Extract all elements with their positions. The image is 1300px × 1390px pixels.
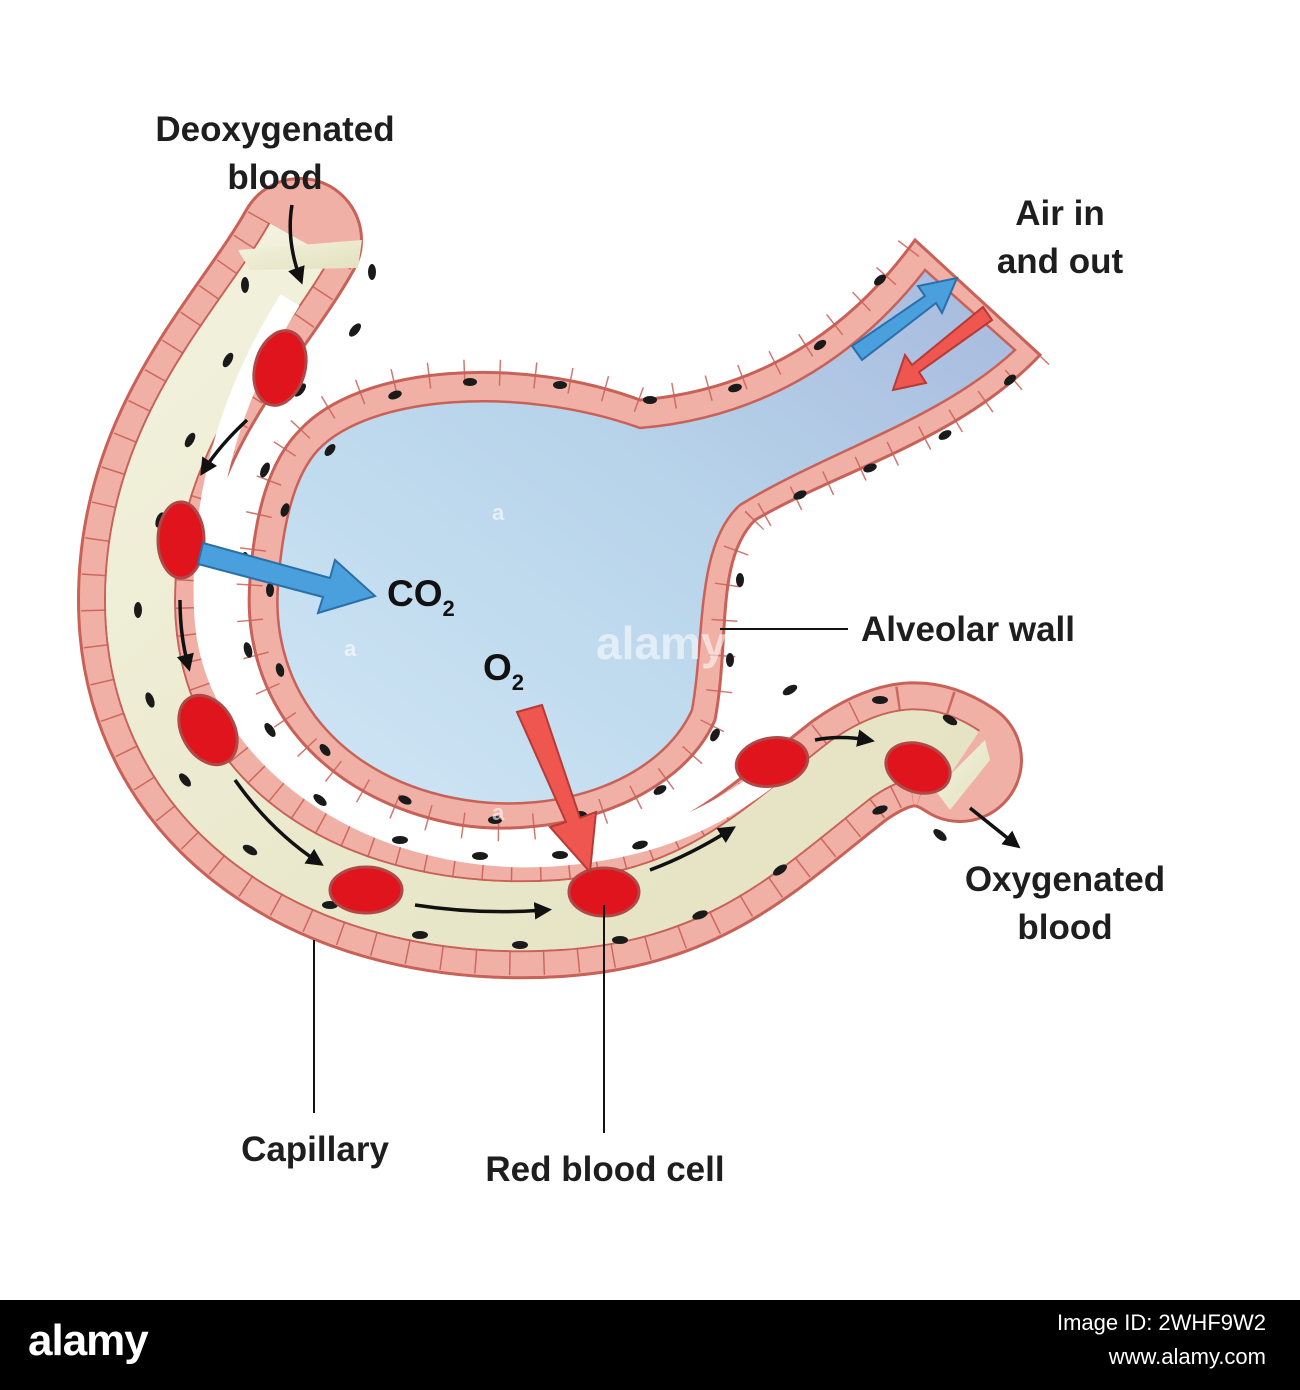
watermark-mark: a	[492, 500, 505, 525]
label-o2: O2	[483, 647, 524, 694]
label-oxygenated-blood: Oxygenated blood	[920, 856, 1210, 952]
label-air-in-and-out: Air in and out	[960, 190, 1160, 286]
red-blood-cell	[328, 865, 404, 915]
label-line: Air in	[1015, 194, 1105, 233]
alveolus	[236, 232, 1050, 841]
label-red-blood-cell: Red blood cell	[485, 1150, 725, 1189]
watermark-text: alamy	[596, 617, 727, 669]
blood-flow-arrows	[176, 204, 1021, 920]
o2-subscript: 2	[511, 670, 525, 695]
red-blood-cell	[734, 736, 810, 788]
red-blood-cell	[177, 693, 239, 767]
label-line: and out	[996, 242, 1124, 281]
alveolus-diagram	[76, 177, 1050, 1133]
leader-lines	[313, 628, 848, 1133]
footer-image-id: Image ID: 2WHF9W2	[1056, 1310, 1266, 1335]
capillary-inlet	[238, 240, 362, 270]
o2-arrow-icon	[515, 703, 598, 875]
co2-subscript: 2	[442, 596, 455, 621]
red-blood-cell	[884, 741, 952, 795]
watermark-mark: a	[492, 800, 505, 825]
stock-footer-bar	[0, 1300, 1300, 1390]
label-line: Oxygenated	[964, 860, 1166, 899]
red-blood-cell	[252, 329, 308, 407]
capillary-outlet	[935, 740, 990, 810]
label-co2: CO2	[387, 573, 455, 620]
co2-base: CO	[387, 573, 443, 614]
o2-base: O	[483, 647, 512, 688]
label-line: blood	[1017, 908, 1113, 947]
red-blood-cells	[156, 329, 952, 918]
label-line: Deoxygenated	[155, 110, 395, 149]
watermark-mark: a	[344, 636, 357, 661]
air-in-arrow-icon	[850, 276, 959, 362]
air-out-arrow-icon	[891, 305, 994, 392]
label-line: blood	[227, 158, 323, 197]
label-capillary: Capillary	[241, 1130, 389, 1169]
footer-brand-logo: alamy	[28, 1316, 149, 1365]
footer-url: www.alamy.com	[1108, 1344, 1266, 1369]
red-blood-cell	[156, 500, 206, 580]
label-deoxygenated-blood: Deoxygenated blood	[100, 106, 450, 202]
co2-arrow-icon	[196, 541, 377, 615]
label-alveolar-wall: Alveolar wall	[861, 610, 1075, 649]
